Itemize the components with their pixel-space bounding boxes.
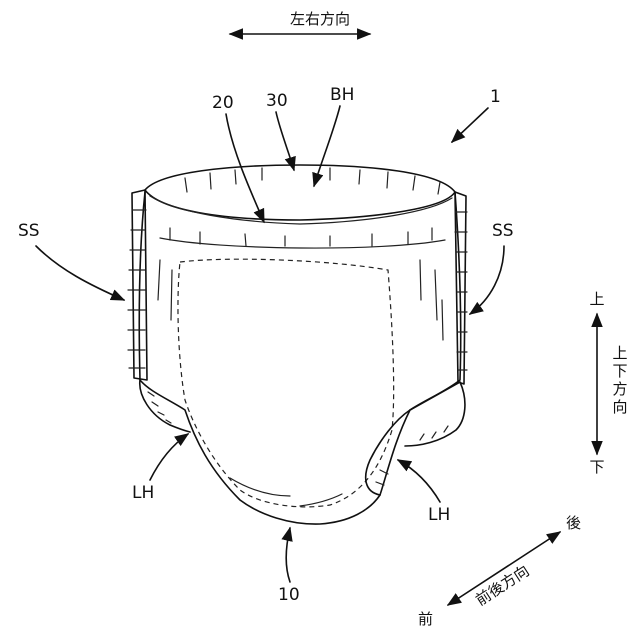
band-gathers — [170, 228, 432, 246]
ref-label-bh: BH — [330, 85, 354, 105]
up-down-direction-char-1: 上 — [612, 344, 627, 362]
leg-hole-left-edge — [140, 380, 190, 432]
ref-leader-ss-left — [36, 246, 124, 300]
up-down-direction-char-2: 下 — [612, 362, 627, 380]
ref-label-ss-right: SS — [492, 221, 514, 241]
ref-label-10: 10 — [278, 585, 300, 605]
ref-leader-lh-left — [150, 434, 188, 480]
ref-leader-ss-right — [470, 246, 504, 314]
crotch-creases — [230, 478, 342, 506]
front-back-direction-indicator: 後 前 前後方向 — [418, 514, 581, 628]
ref-leader-bh — [314, 106, 340, 186]
ref-leader-lh-right — [398, 460, 440, 502]
ref-leader-10 — [286, 528, 290, 582]
left-right-direction-indicator: 左右方向 — [230, 10, 370, 34]
ref-leader-30 — [276, 112, 294, 170]
up-down-direction-char-3: 方 — [612, 380, 627, 398]
ref-label-lh-right: LH — [428, 505, 450, 525]
up-label: 上 — [589, 290, 604, 308]
front-label: 前 — [418, 610, 433, 628]
ref-label-lh-left: LH — [132, 483, 154, 503]
up-down-direction-char-4: 向 — [612, 398, 627, 416]
ref-label-1: 1 — [490, 87, 501, 107]
side-gathers — [158, 260, 443, 340]
ref-arrow-1 — [452, 108, 488, 142]
back-label: 後 — [566, 514, 581, 532]
band-line-1 — [160, 238, 445, 248]
absorber-outline — [178, 259, 394, 507]
ref-label-20: 20 — [212, 93, 234, 113]
leg-cuff-right — [405, 382, 465, 446]
ref-label-30: 30 — [266, 91, 288, 111]
side-seam-left-hatching — [128, 210, 146, 368]
down-label: 下 — [589, 458, 604, 476]
ref-label-ss-left: SS — [18, 221, 40, 241]
up-down-direction-indicator: 上 下 上 下 方 向 — [589, 290, 627, 476]
leg-cuff-right-ruffles — [376, 426, 448, 485]
reference-labels: 1 20 30 BH SS SS LH LH 10 — [18, 85, 514, 605]
diaper-drawing — [128, 165, 467, 524]
left-right-direction-label: 左右方向 — [290, 10, 350, 28]
